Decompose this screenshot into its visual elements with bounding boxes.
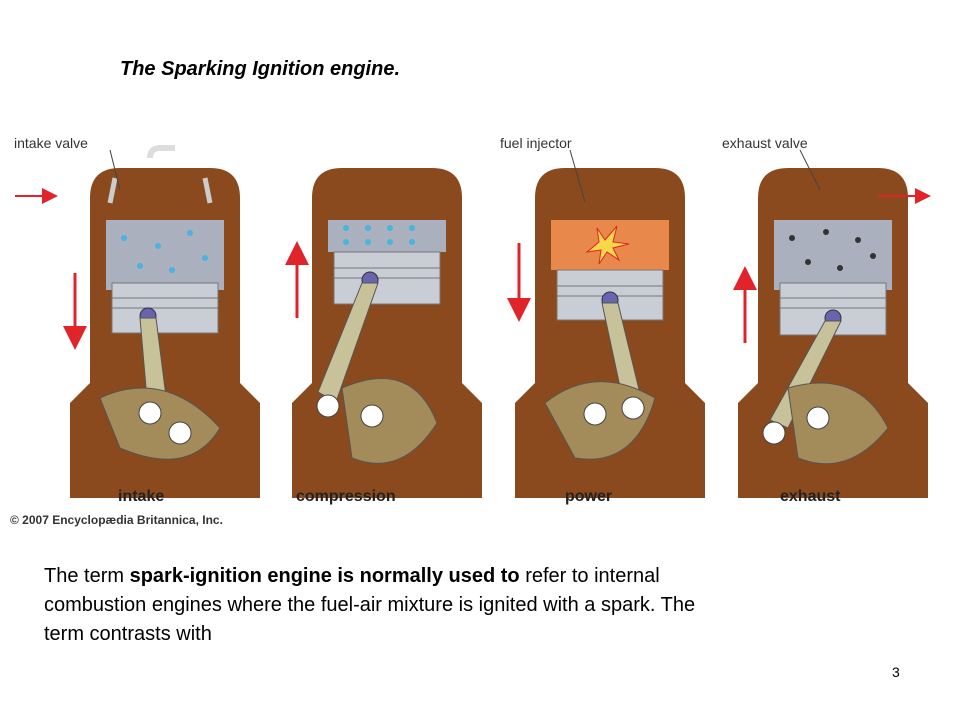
slide-title: The Sparking Ignition engine. bbox=[120, 58, 401, 80]
body-paragraph: The term spark-ignition engine is normal… bbox=[44, 562, 704, 649]
stroke-label-power: power bbox=[565, 488, 612, 505]
four-stroke-engine-diagram: intake valve fuel injector exhaust valve… bbox=[0, 128, 960, 532]
fuel-injector-leader bbox=[569, 149, 586, 203]
exhaust-valve-label: exhaust valve bbox=[722, 135, 808, 151]
engine-compression bbox=[285, 168, 482, 498]
engine-power bbox=[507, 168, 705, 498]
copyright-notice: © 2007 Encyclopædia Britannica, Inc. bbox=[10, 513, 223, 527]
page-number: 3 bbox=[892, 664, 900, 680]
body-rest: refer to internal combustion engines whe… bbox=[44, 565, 696, 645]
body-lead: The term bbox=[44, 565, 130, 587]
cylinder-chamber bbox=[106, 220, 224, 290]
engine-exhaust bbox=[733, 168, 931, 498]
fuel-injector-label: fuel injector bbox=[500, 135, 572, 151]
engine-intake bbox=[15, 145, 260, 498]
stroke-label-exhaust: exhaust bbox=[780, 488, 841, 505]
intake-valve-leader bbox=[109, 149, 121, 191]
intake-valve-label: intake valve bbox=[14, 135, 88, 151]
engine-diagram-svg: intake valve fuel injector exhaust valve… bbox=[10, 135, 931, 527]
stroke-label-intake: intake bbox=[118, 488, 164, 505]
body-bold-term: spark-ignition engine is normally used t… bbox=[129, 565, 520, 587]
stroke-label-compression: compression bbox=[296, 488, 396, 505]
exhaust-valve-leader bbox=[799, 149, 821, 191]
